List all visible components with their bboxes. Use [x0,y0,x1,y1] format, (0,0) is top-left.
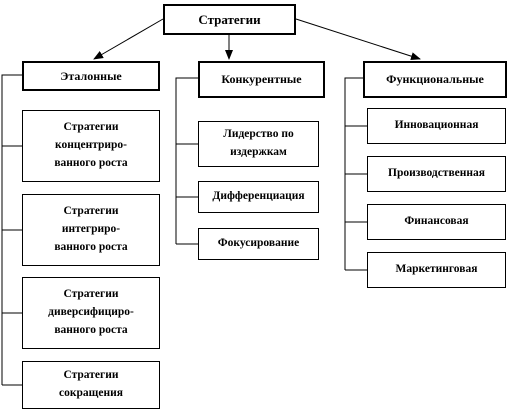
item-production: Производственная [367,156,506,192]
item-diversified-growth: Стратегии диверсифициро- ванного роста [22,277,160,349]
item-line: Стратегии [63,369,119,382]
item-reduction: Стратегии сокращения [22,361,160,409]
root-label: Стратегии [198,11,261,27]
item-line: Инновационная [394,119,479,132]
item-innovative: Инновационная [367,108,506,144]
item-line: ванного роста [54,323,128,336]
item-cost-leadership: Лидерство по издержкам [198,121,319,167]
bracket-funktsionalnye [344,77,363,270]
category-funktsionalnye: Функциональные [363,61,507,98]
item-concentrated-growth: Стратегии концентриро- ванного роста [22,110,160,182]
category-label: Функциональные [386,72,484,86]
arrow-root-to-funktsionalnye [295,18,421,61]
item-financial: Финансовая [367,204,506,240]
item-line: Финансовая [404,215,469,228]
item-line: Стратегии [63,205,119,218]
item-line: ванного роста [54,156,128,169]
item-line: Маркетинговая [395,263,478,276]
item-line: Дифференциация [212,190,305,203]
root-node: Стратегии [163,4,296,35]
category-etalonnye: Эталонные [22,61,160,91]
category-label: Эталонные [60,68,122,83]
item-marketing: Маркетинговая [367,252,506,288]
item-line: Стратегии [63,288,119,301]
item-line: диверсифициро- [48,306,134,319]
category-label: Конкурентные [221,72,302,86]
item-integrated-growth: Стратегии интегриро- ванного роста [22,194,160,266]
item-line: концентриро- [55,139,127,152]
item-line: Стратегии [63,121,119,134]
item-focusing: Фокусирование [198,228,319,260]
bracket-etalonnye [1,74,22,385]
item-line: Лидерство по [223,128,294,141]
item-line: Производственная [388,167,485,180]
item-line: интегриро- [61,223,121,236]
category-konkurentnye: Конкурентные [198,61,325,98]
arrow-root-to-etalonnye [93,18,164,60]
item-differentiation: Дифференциация [198,181,319,213]
bracket-konkurentnye [175,77,198,244]
item-line: сокращения [59,387,123,399]
item-line: Фокусирование [217,237,300,250]
item-line: ванного роста [54,240,128,253]
item-line: издержкам [230,146,287,158]
